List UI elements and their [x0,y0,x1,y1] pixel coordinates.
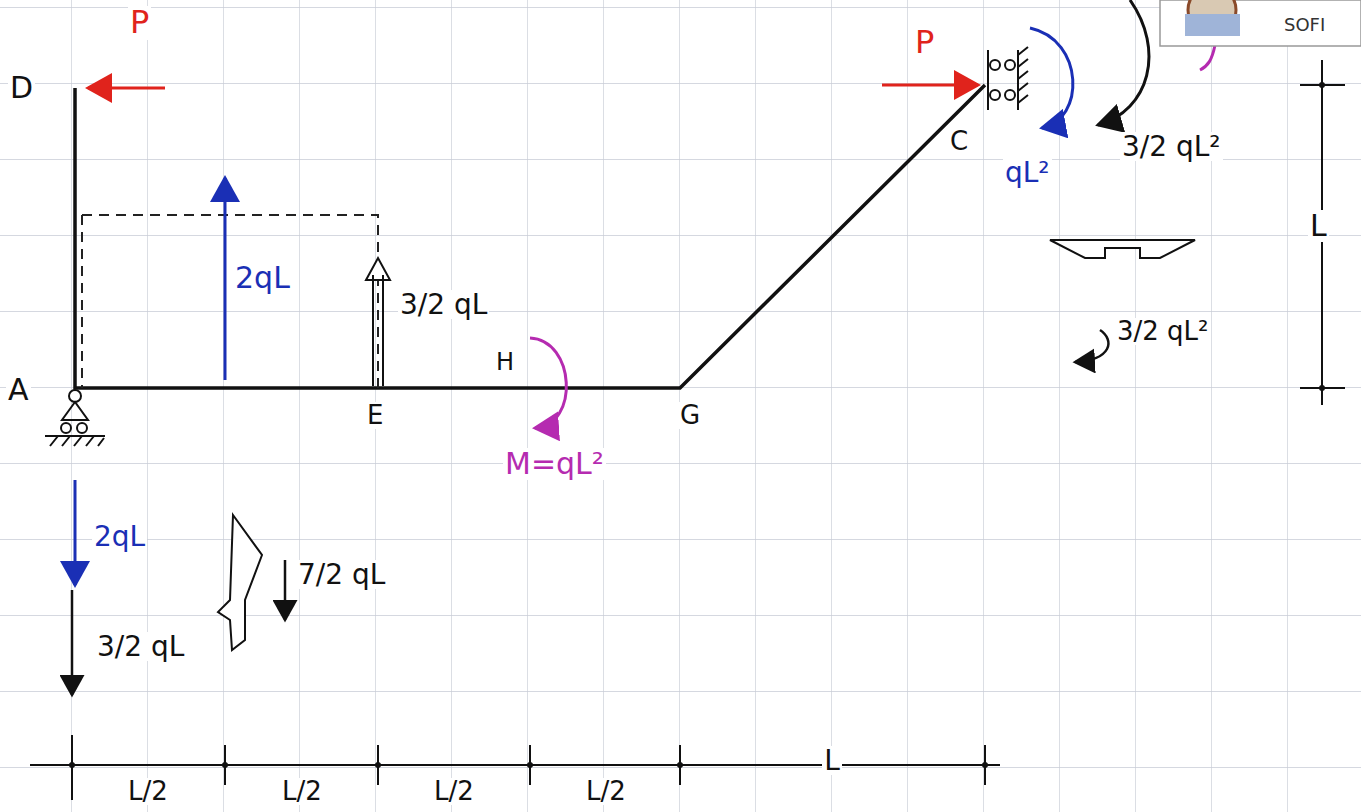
diagram-label: P [913,26,936,60]
diagram-label: 3/2 qL [95,632,186,661]
diagram-label: SOFI [1282,16,1327,35]
diagram-label: L/2 [432,778,476,805]
diagram-label: qL² [1003,158,1052,187]
diagram-label: G [678,402,702,429]
diagram-label: H [494,350,516,375]
diagram-label: E [365,402,385,429]
diagram-label: 2qL [233,262,292,294]
diagram-label: 3/2 qL² [1120,132,1223,161]
diagram-label: C [948,128,970,155]
diagram-label: D [8,72,35,104]
diagram-label: 7/2 qL [296,560,387,589]
diagram-label: M=qL² [503,448,606,480]
diagram-label: 3/2 qL² [1115,318,1211,345]
diagram-label: L [1308,210,1329,242]
diagram-label: L [822,746,842,775]
diagram-label: 3/2 qL [398,290,489,319]
diagram-label: L/2 [280,778,324,805]
diagram-label: L/2 [126,778,170,805]
diagram-label: L/2 [584,778,628,805]
diagram-label: P [128,6,151,40]
diagram-label: 2qL [92,522,147,551]
diagram-label: A [6,374,31,406]
